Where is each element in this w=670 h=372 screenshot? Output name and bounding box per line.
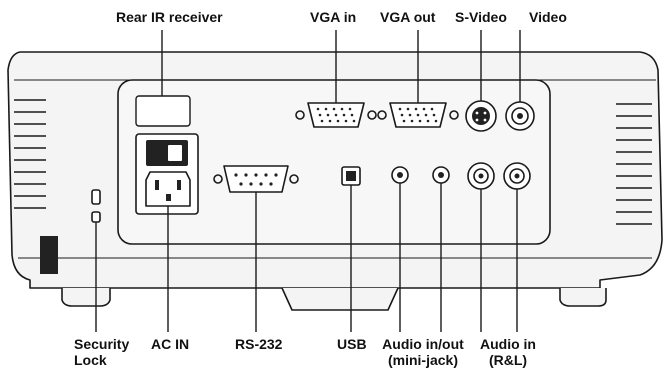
label-rs232: RS-232 — [235, 336, 283, 352]
right-vent — [616, 103, 652, 225]
center-foot — [281, 287, 399, 311]
label-audio-in-rl-line1: Audio in — [480, 336, 536, 352]
leader-lines — [95, 30, 521, 332]
label-vga-in: VGA in — [310, 9, 357, 25]
label-ac-in: AC IN — [151, 336, 190, 352]
vga-out-connector — [377, 102, 459, 128]
security-lock-slot — [91, 189, 101, 223]
label-audio-in-out: Audio in/out (mini-jack) — [382, 336, 464, 368]
label-audio-in-out-line2: (mini-jack) — [387, 352, 458, 368]
left-vent — [14, 99, 46, 209]
usb-connector — [341, 166, 361, 186]
left-foot — [61, 288, 111, 307]
label-s-video: S-Video — [455, 9, 507, 25]
left-vent-slot — [40, 236, 58, 274]
ir-receiver-window — [135, 95, 191, 127]
label-audio-in-rl-line2: (R&L) — [488, 352, 528, 368]
audio-mini-jack-in — [391, 166, 409, 184]
audio-rca-right — [503, 162, 531, 190]
audio-rca-left — [467, 162, 495, 190]
label-vga-out: VGA out — [380, 9, 436, 25]
label-usb: USB — [337, 336, 367, 352]
label-audio-in-out-line1: Audio in/out — [382, 336, 464, 352]
audio-mini-jack-out — [432, 166, 450, 184]
label-rear-ir-receiver: Rear IR receiver — [116, 9, 223, 25]
rs232-connector — [213, 165, 299, 193]
label-security-lock-line1: Security — [74, 336, 130, 352]
label-audio-in-rl: Audio in (R&L) — [480, 336, 536, 368]
vga-in-connector — [295, 102, 377, 128]
label-video: Video — [529, 9, 567, 25]
label-security-lock: Security Lock — [74, 336, 129, 368]
s-video-connector — [465, 100, 497, 132]
label-security-lock-line2: Lock — [74, 352, 107, 368]
right-foot — [559, 288, 607, 307]
video-rca-connector — [505, 101, 535, 131]
